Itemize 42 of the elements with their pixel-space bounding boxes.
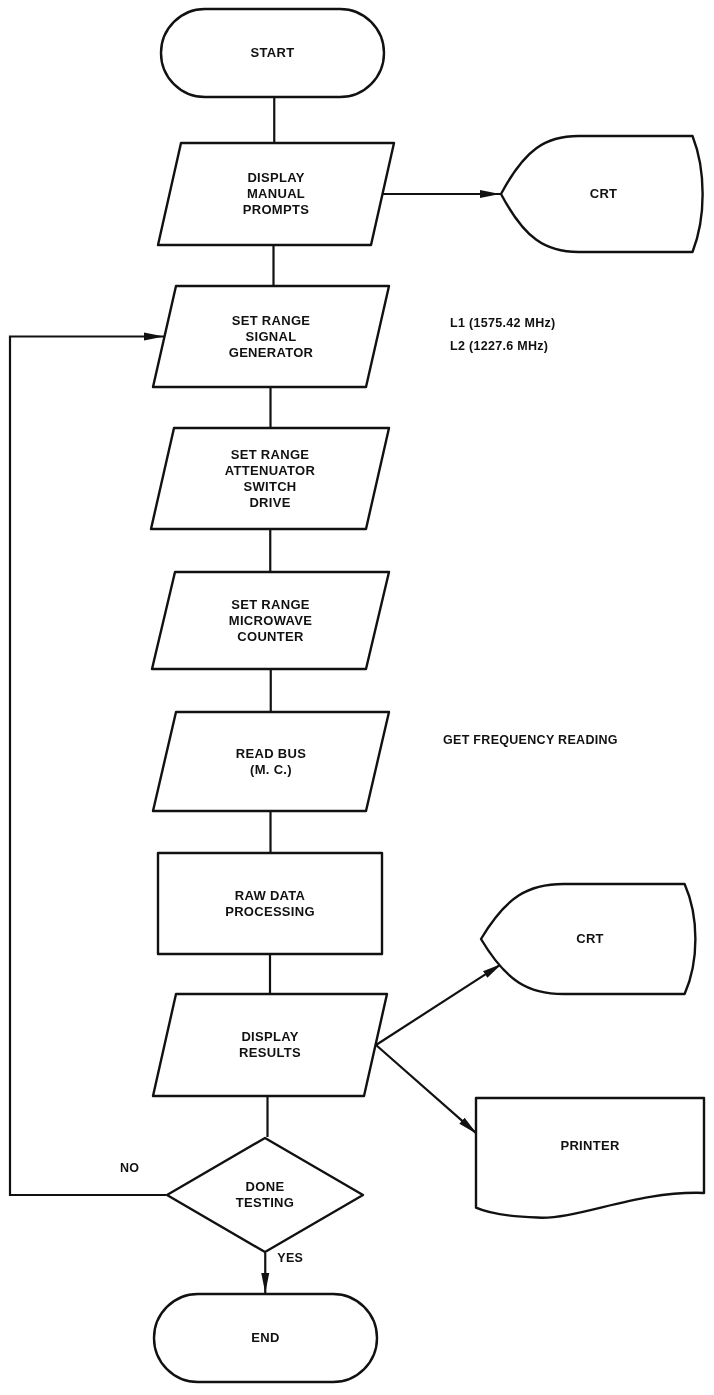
terminal-shape: [153, 1293, 378, 1383]
connector-line: [272, 246, 275, 285]
node-label: SET RANGE SIGNAL GENERATOR: [227, 312, 315, 361]
edge-label: YES: [275, 1251, 306, 1265]
arrow: [261, 1253, 270, 1293]
annotation-text: L2 (1227.6 MHz): [450, 339, 549, 353]
connector-line: [269, 388, 272, 427]
input-output-parallelogram: [151, 571, 390, 670]
connector-line: [269, 530, 272, 571]
input-output-parallelogram: [150, 427, 390, 530]
connector-line: [273, 98, 276, 142]
annotation-text: GET FREQUENCY READING: [443, 733, 618, 747]
node-label: PRINTER: [559, 1138, 621, 1155]
node-label: DISPLAY MANUAL PROMPTS: [241, 170, 311, 218]
input-output-parallelogram: [157, 142, 395, 246]
node-label: START: [249, 45, 296, 61]
display-shape: [500, 135, 707, 253]
node-label: RAW DATA PROCESSING: [224, 887, 316, 920]
process-box: [157, 852, 383, 955]
connector-line: [269, 670, 272, 711]
node-label: SET RANGE MICROWAVE COUNTER: [227, 596, 314, 645]
node-label: CRT: [588, 186, 619, 202]
display-shape: [480, 883, 700, 995]
input-output-parallelogram: [152, 993, 388, 1097]
decision-diamond: [166, 1137, 364, 1253]
connector-line: [266, 1097, 269, 1137]
input-output-parallelogram: [152, 711, 390, 812]
terminal-shape: [160, 8, 385, 98]
document-shape: [475, 1097, 705, 1220]
connector-line: [269, 812, 272, 852]
arrow: [8, 332, 166, 1197]
edge-label: NO: [118, 1161, 142, 1175]
node-label: DISPLAY RESULTS: [238, 1029, 302, 1061]
input-output-parallelogram: [152, 285, 390, 388]
node-label: READ BUS (M. C.): [234, 745, 308, 778]
node-label: DONE TESTING: [234, 1179, 296, 1211]
connector-line: [268, 955, 272, 993]
node-label: SET RANGE ATTENUATOR SWITCH DRIVE: [224, 446, 316, 511]
annotation-text: L1 (1575.42 MHz): [450, 316, 556, 330]
node-label: CRT: [575, 931, 605, 947]
arrow: [383, 190, 500, 198]
node-label: END: [250, 1330, 281, 1346]
